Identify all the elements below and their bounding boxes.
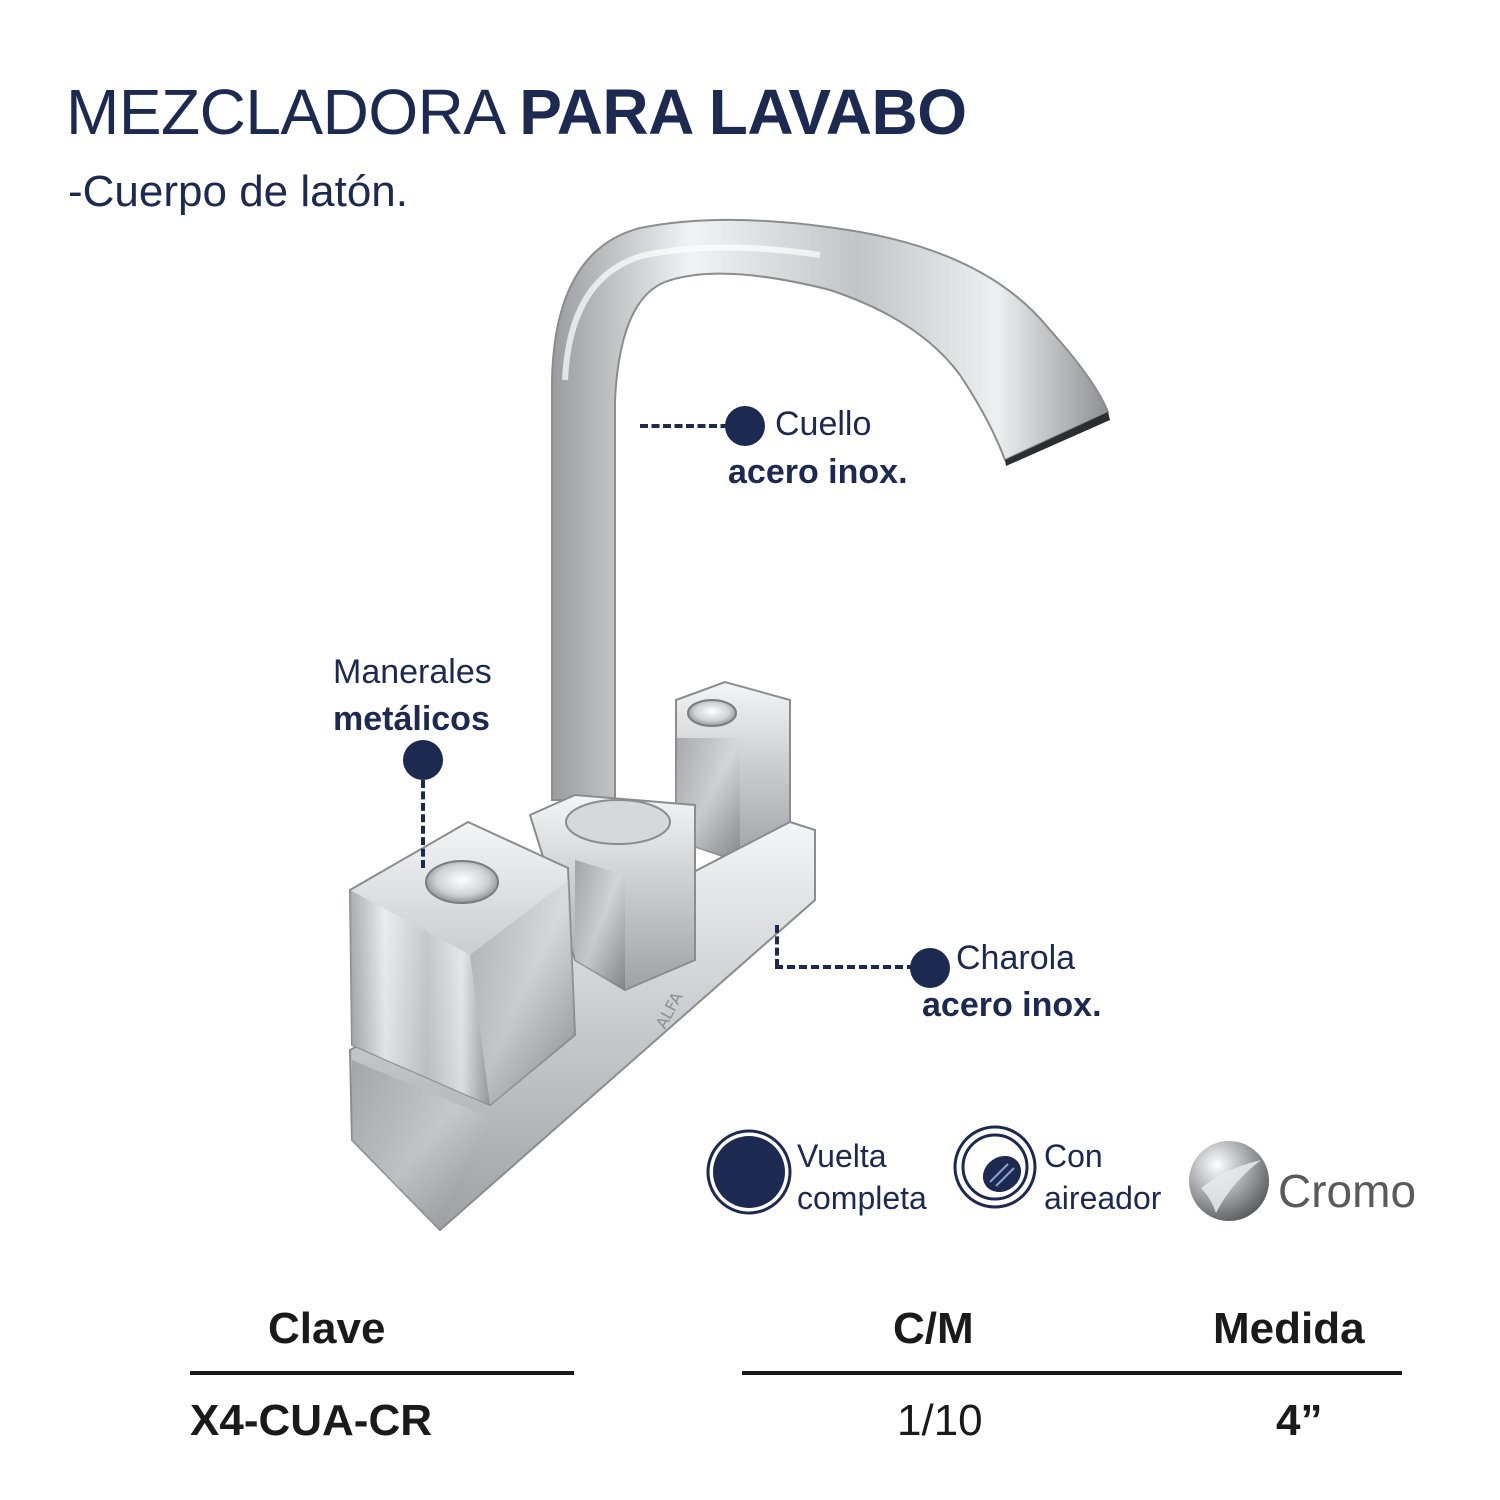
table-cell-cm: 1/10 <box>897 1396 983 1445</box>
feature-aireador-line1: Con <box>1044 1138 1103 1174</box>
callout-manerales-label: Manerales <box>333 653 492 691</box>
page-subtitle: -Cuerpo de latón. <box>68 167 408 216</box>
manerales-leader-line <box>421 780 425 868</box>
chrome-finish-icon <box>1189 1141 1269 1221</box>
table-rule-left <box>190 1371 574 1375</box>
page-title: MEZCLADORA PARA LAVABO <box>66 80 967 144</box>
callout-manerales-material: metálicos <box>333 700 490 738</box>
title-bold: PARA LAVABO <box>519 76 967 148</box>
callout-charola-label: Charola <box>956 939 1076 977</box>
table-header-cm: C/M <box>893 1304 974 1353</box>
aerator-icon <box>953 1125 1037 1209</box>
table-cell-medida: 4” <box>1276 1396 1323 1445</box>
callout-cuello-label: Cuello <box>775 405 872 443</box>
full-turn-icon <box>706 1129 792 1215</box>
table-header-medida: Medida <box>1213 1304 1365 1353</box>
callout-charola-material: acero inox. <box>922 986 1102 1024</box>
cuello-marker <box>725 406 765 446</box>
charola-leader-line-h <box>775 965 915 969</box>
table-cell-clave: X4-CUA-CR <box>190 1396 432 1445</box>
table-rule-right <box>742 1371 1402 1375</box>
callout-cuello-material: acero inox. <box>728 453 908 491</box>
feature-aireador-line2: aireador <box>1044 1180 1162 1216</box>
feature-vuelta-line2: completa <box>797 1180 927 1216</box>
charola-marker <box>910 948 950 988</box>
table-header-clave: Clave <box>268 1304 386 1353</box>
manerales-marker <box>403 740 443 780</box>
title-light: MEZCLADORA <box>66 76 520 148</box>
feature-vuelta-line1: Vuelta <box>797 1138 887 1174</box>
charola-leader-line-v <box>775 925 779 967</box>
cuello-leader-line <box>640 424 740 428</box>
feature-cromo-label: Cromo <box>1278 1165 1417 1217</box>
